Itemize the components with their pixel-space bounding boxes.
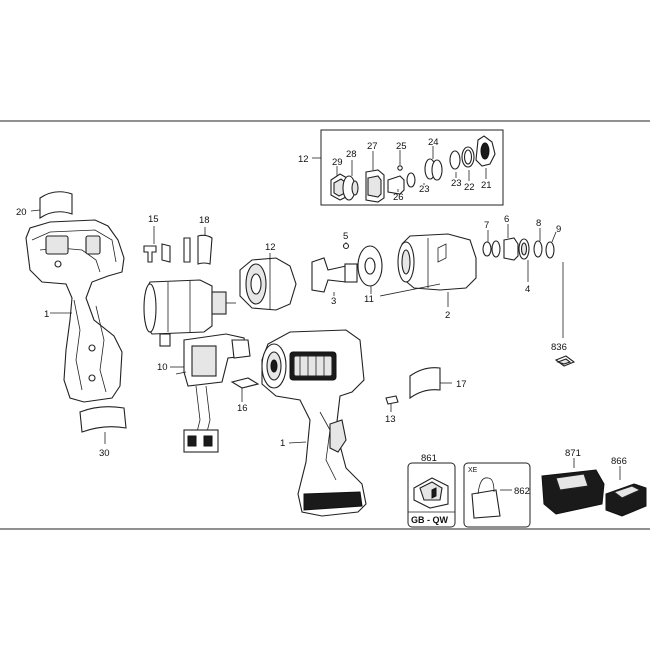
part-6-shape [503, 237, 519, 261]
part-20-shape [39, 191, 73, 220]
part-13-shape [385, 395, 399, 405]
gear-assembly-box [320, 129, 504, 206]
region-label-xe: XE [468, 467, 478, 474]
callout-18: 18 [199, 215, 210, 226]
callout-21: 21 [481, 180, 492, 191]
accessory-boxes-group [407, 458, 647, 528]
gear-assembly-group [312, 129, 504, 206]
region-label-gb: GB - QW [411, 515, 448, 525]
callout-8: 8 [536, 218, 541, 229]
part-5-shape [342, 242, 350, 250]
housing-left-shape [25, 219, 125, 403]
motor-switch-group [143, 279, 260, 453]
gearbox-group [239, 242, 383, 311]
callout-4: 4 [525, 284, 530, 295]
housing-left-group [25, 191, 127, 444]
nose-casing-2-shape [401, 233, 477, 291]
callout-12-gearbox: 12 [265, 242, 276, 253]
callout-24: 24 [428, 137, 439, 148]
assembled-tool-shape [261, 329, 367, 517]
callout-16: 16 [237, 403, 248, 414]
callout-23a: 23 [419, 184, 430, 195]
part-9-shape [545, 241, 555, 259]
part-15-shape [143, 245, 157, 263]
part-30-shape [79, 406, 127, 433]
callout-836: 836 [551, 342, 567, 353]
callout-13: 13 [385, 414, 396, 425]
part-7-shape [482, 241, 492, 257]
callout-1-left: 1 [44, 309, 49, 320]
callout-7: 7 [484, 220, 489, 231]
callout-9: 9 [556, 224, 561, 235]
callout-3: 3 [331, 296, 336, 307]
callout-5: 5 [343, 231, 348, 242]
front-rings-group [482, 224, 557, 282]
callout-862: 862 [514, 486, 530, 497]
part-8-shape [533, 240, 543, 258]
part-17-shape [409, 367, 441, 400]
callout-6: 6 [504, 214, 509, 225]
part-23a-shape [406, 172, 416, 188]
callout-17: 17 [456, 379, 467, 390]
callout-labels: 12 29 28 27 25 24 26 23 23 22 21 20 15 1… [16, 137, 627, 525]
callout-27: 27 [367, 141, 378, 152]
callout-871: 871 [565, 448, 581, 459]
callout-20: 20 [16, 207, 27, 218]
callout-866: 866 [611, 456, 627, 467]
callout-861: 861 [421, 453, 437, 464]
part-18-shape [197, 234, 213, 265]
part-862-shape [471, 489, 501, 519]
callout-23b: 23 [451, 178, 462, 189]
callout-2: 2 [445, 310, 450, 321]
nose-casing-group [379, 233, 477, 307]
callout-26: 26 [393, 192, 404, 203]
part-23b-shape [449, 150, 461, 170]
callout-29: 29 [332, 157, 343, 168]
callout-25: 25 [396, 141, 407, 152]
callout-22: 22 [464, 182, 475, 193]
part-836-group [554, 262, 576, 367]
callout-12-box: 12 [298, 154, 309, 165]
callout-10: 10 [157, 362, 168, 373]
callout-28: 28 [346, 149, 357, 160]
callout-30: 30 [99, 448, 110, 459]
box-861 [407, 462, 456, 528]
assembled-tool-group [261, 329, 452, 517]
callout-1-right: 1 [280, 438, 285, 449]
part-26-shape [387, 175, 405, 195]
callout-11: 11 [364, 294, 374, 305]
switch-small-parts-group [143, 226, 213, 265]
callout-15: 15 [148, 214, 159, 225]
part-16-shape [230, 377, 260, 389]
box-862 [463, 462, 531, 528]
